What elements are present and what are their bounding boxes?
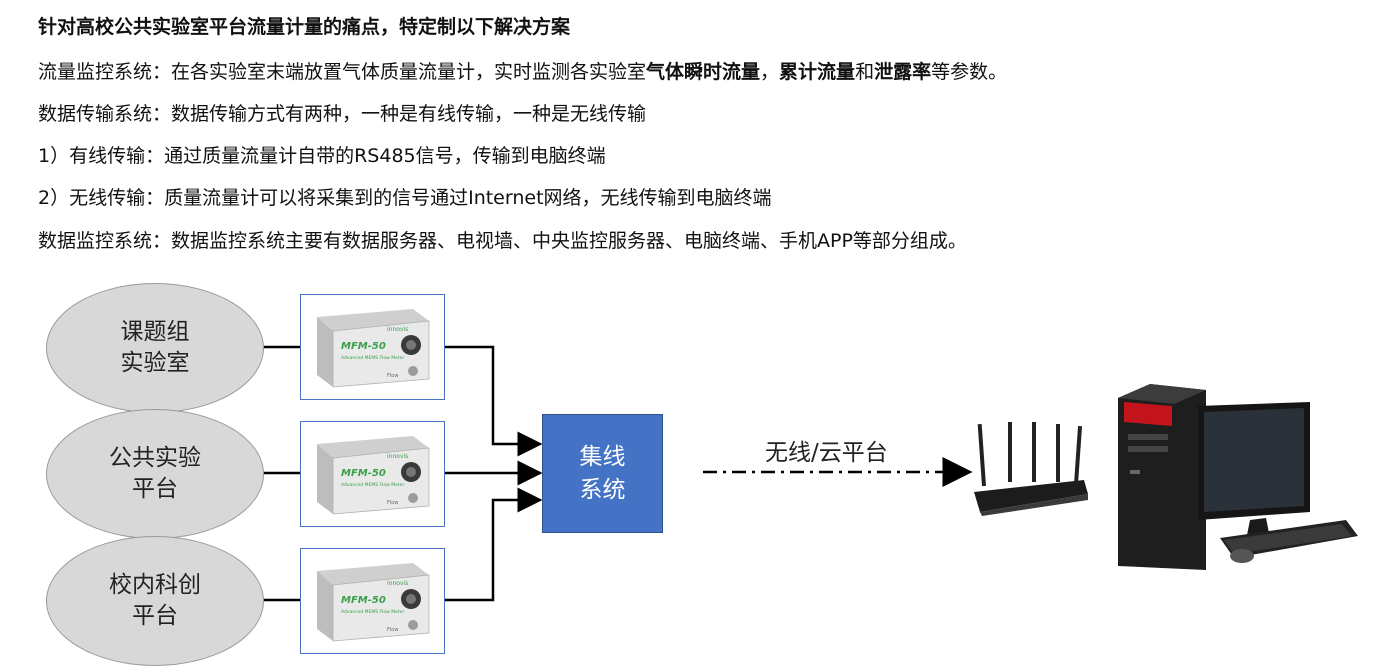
meter-brand-text: innovis bbox=[387, 580, 408, 587]
lab-label-line1: 课题组 bbox=[120, 319, 190, 345]
router-icon bbox=[974, 422, 1088, 516]
flow-system-prefix: 流量监控系统：在各实验室末端放置气体质量流量计，实时监测各实验室 bbox=[38, 61, 647, 83]
monitor-line: 数据监控系统：数据监控系统主要有数据服务器、电视墙、中央监控服务器、电脑终端、手… bbox=[38, 230, 967, 252]
lab-label-line1: 校内科创 bbox=[109, 572, 201, 598]
wired-line: 1）有线传输：通过质量流量计自带的RS485信号，传输到电脑终端 bbox=[38, 145, 606, 167]
flow-system-bold-instant: 气体瞬时流量 bbox=[646, 61, 761, 83]
meter-subtitle-text: Advanced MEMS Flow Meter bbox=[341, 609, 404, 615]
transmission-line: 数据传输系统：数据传输方式有两种，一种是有线传输，一种是无线传输 bbox=[38, 103, 647, 125]
meter-flow-text: Flow bbox=[387, 373, 398, 379]
flow-system-sep: ， bbox=[760, 61, 780, 83]
lab-label-line2: 平台 bbox=[132, 476, 178, 502]
hub-label-line2: 系统 bbox=[579, 476, 626, 503]
flow-system-line: 流量监控系统：在各实验室末端放置气体质量流量计，实时监测各实验室气体瞬时流量，累… bbox=[38, 57, 1007, 84]
link-meter1-hub bbox=[444, 345, 543, 457]
flow-meter-image: MFM-50 innovis Advanced MEMS Flow Meter … bbox=[317, 563, 430, 642]
lab-label-line2: 实验室 bbox=[120, 350, 190, 376]
meter-model-text: MFM-50 bbox=[341, 595, 386, 606]
heading: 针对高校公共实验室平台流量计量的痛点，特定制以下解决方案 bbox=[38, 16, 571, 38]
flow-meter-3: MFM-50 innovis Advanced MEMS Flow Meter … bbox=[300, 548, 445, 654]
meter-brand-text: innovis bbox=[387, 326, 408, 333]
flow-meter-1: MFM-50 innovis Advanced MEMS Flow Meter … bbox=[300, 294, 445, 400]
flow-system-suffix: 等参数。 bbox=[931, 61, 1008, 83]
flow-system-and: 和 bbox=[855, 61, 875, 83]
lab-label-line1: 公共实验 bbox=[109, 445, 201, 471]
meter-brand-text: innovis bbox=[387, 453, 408, 460]
wireless-cloud-label: 无线/云平台 bbox=[765, 440, 888, 466]
hub-label-line1: 集线 bbox=[579, 443, 626, 470]
meter-subtitle-text: Advanced MEMS Flow Meter bbox=[341, 482, 404, 488]
lab-ellipse-innovation: 校内科创平台 bbox=[46, 536, 264, 666]
desktop-computer-icon bbox=[1118, 384, 1358, 570]
meter-model-text: MFM-50 bbox=[341, 341, 386, 352]
lab-ellipse-research: 课题组实验室 bbox=[46, 283, 264, 413]
meter-flow-text: Flow bbox=[387, 500, 398, 506]
meter-model-text: MFM-50 bbox=[341, 468, 386, 479]
meter-subtitle-text: Advanced MEMS Flow Meter bbox=[341, 355, 404, 361]
link-meter3-hub bbox=[444, 487, 543, 602]
meter-flow-text: Flow bbox=[387, 627, 398, 633]
hub-system-box: 集线 系统 bbox=[542, 414, 663, 533]
lab-ellipse-public: 公共实验平台 bbox=[46, 409, 264, 539]
flow-meter-image: MFM-50 innovis Advanced MEMS Flow Meter … bbox=[317, 309, 430, 388]
flow-system-bold-leak: 泄露率 bbox=[874, 61, 932, 83]
flow-meter-2: MFM-50 innovis Advanced MEMS Flow Meter … bbox=[300, 421, 445, 527]
wireless-line: 2）无线传输：质量流量计可以将采集到的信号通过Internet网络，无线传输到电… bbox=[38, 187, 772, 209]
flow-meter-image: MFM-50 innovis Advanced MEMS Flow Meter … bbox=[317, 436, 430, 515]
lab-label-line2: 平台 bbox=[132, 603, 178, 629]
flow-system-bold-cumulative: 累计流量 bbox=[779, 61, 856, 83]
